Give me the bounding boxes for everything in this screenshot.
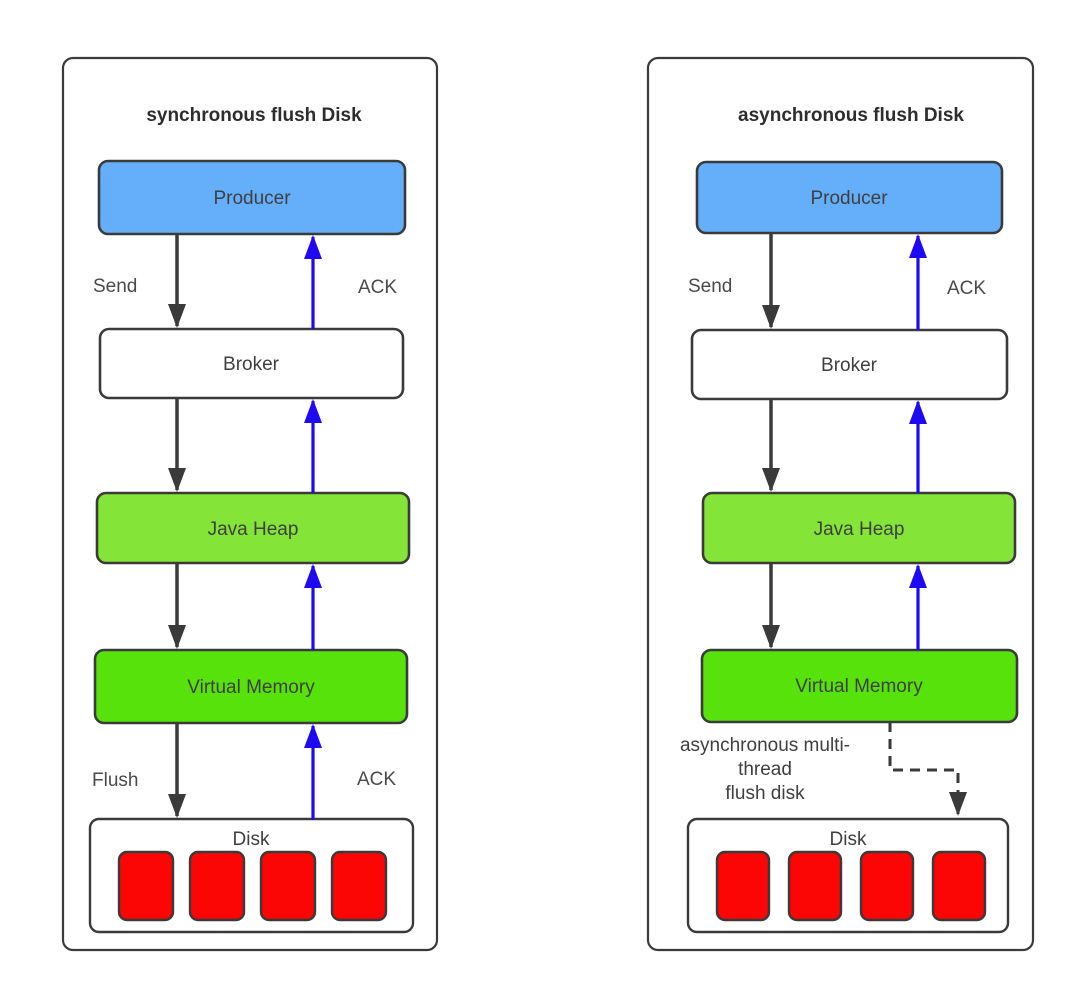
panel-title: synchronous flush Disk — [146, 105, 362, 126]
disk-block — [787, 850, 843, 922]
async-note-line-3: flush disk — [725, 783, 805, 804]
panel-synchronous: synchronous flush Disk Producer Broker J… — [61, 56, 439, 952]
disk-block — [117, 850, 175, 922]
broker-box — [690, 328, 1009, 401]
panel-asynchronous: asynchronous flush Disk Producer Broker … — [646, 56, 1035, 952]
disk-label: Disk — [830, 829, 867, 850]
panel-title: asynchronous flush Disk — [738, 105, 964, 126]
producer-box — [695, 160, 1004, 235]
producer-label: Producer — [810, 188, 888, 209]
async-note-line-2: thread — [738, 759, 792, 780]
java-heap-box — [701, 491, 1017, 565]
java-heap-box — [95, 491, 411, 565]
send-label: Send — [93, 276, 137, 297]
disk-block — [715, 850, 771, 922]
disk-block — [259, 850, 317, 922]
async-note-line-1: asynchronous multi- — [680, 735, 850, 756]
virtual-memory-box — [700, 648, 1019, 724]
ack-label-top: ACK — [947, 278, 986, 299]
java-heap-label: Java Heap — [814, 519, 905, 540]
send-label: Send — [688, 276, 732, 297]
producer-label: Producer — [213, 188, 291, 209]
disk-block — [931, 850, 987, 922]
flush-label: Flush — [92, 770, 138, 791]
virtual-memory-label: Virtual Memory — [187, 677, 315, 698]
async-flush-dashed-arrow — [888, 722, 967, 816]
broker-box — [98, 327, 405, 400]
ack-label-bottom: ACK — [357, 769, 396, 790]
virtual-memory-label: Virtual Memory — [795, 676, 923, 697]
virtual-memory-box — [93, 648, 409, 725]
ack-label-top: ACK — [358, 277, 397, 298]
disk-block — [188, 850, 246, 922]
broker-label: Broker — [223, 354, 280, 375]
broker-label: Broker — [821, 355, 878, 376]
producer-box — [97, 159, 407, 236]
disk-label: Disk — [233, 829, 270, 850]
java-heap-label: Java Heap — [208, 519, 299, 540]
disk-block — [859, 850, 915, 922]
disk-block — [330, 850, 388, 922]
